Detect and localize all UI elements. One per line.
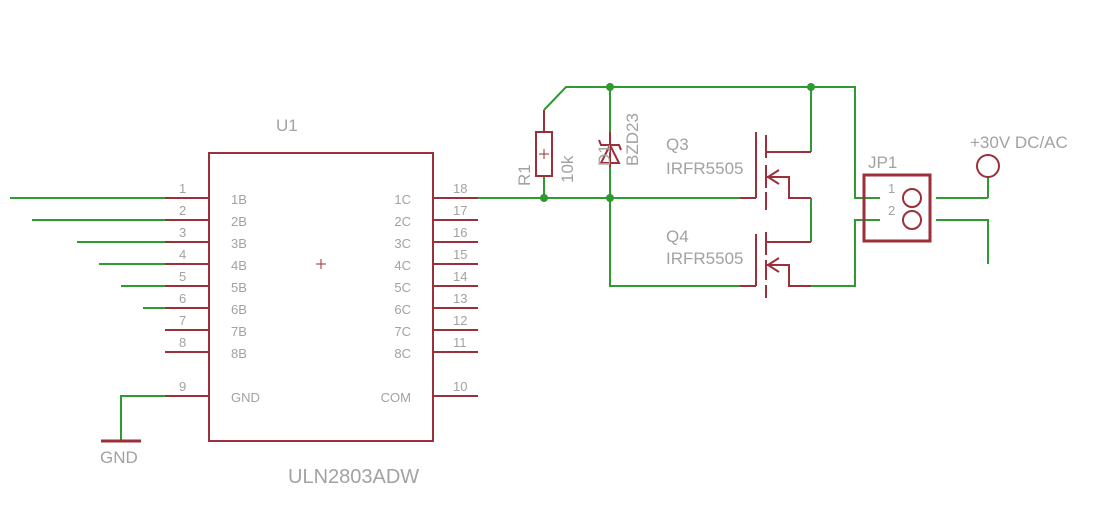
wire-q4-drain — [811, 219, 880, 287]
wire-q4-gate — [609, 198, 740, 287]
u1-pin-4: 4 4B — [165, 247, 247, 273]
u1-pin-label: 5C — [394, 280, 411, 295]
jp1-pin1 — [902, 188, 922, 208]
u1-pin-number: 2 — [179, 203, 186, 218]
u1-pin-number: 6 — [179, 291, 186, 306]
u1-pin-number: 14 — [453, 269, 467, 284]
gnd-symbol: GND — [100, 439, 141, 467]
u1-pin-number: 4 — [179, 247, 186, 262]
u1-pin-label: 1C — [394, 192, 411, 207]
d1-name: D1 — [595, 144, 614, 166]
supply-label: +30V DC/AC — [970, 133, 1068, 152]
q4-mosfet: Q4 IRFR5505 — [666, 227, 811, 298]
u1-pin-number: 10 — [453, 379, 467, 394]
u1-pin-number: 13 — [453, 291, 467, 306]
u1-pin-number: 12 — [453, 313, 467, 328]
jp1-pin1-label: 1 — [888, 181, 895, 196]
junction-dot — [606, 83, 614, 91]
r1-resistor: R1 10k — [515, 110, 577, 186]
r1-value: 10k — [558, 155, 577, 183]
q4-value: IRFR5505 — [666, 249, 743, 268]
u1-pin-label: COM — [381, 390, 411, 405]
jp1-name: JP1 — [868, 153, 897, 172]
u1-pin-label: 7C — [394, 324, 411, 339]
u1-pin-number: 16 — [453, 225, 467, 240]
u1-pin-16: 16 3C — [394, 225, 478, 251]
u1-pin-14: 14 5C — [394, 269, 478, 295]
r1-name: R1 — [515, 164, 534, 186]
u1-pin-11: 11 8C — [394, 335, 478, 361]
u1-pin-6: 6 6B — [165, 291, 247, 317]
supply-symbol: +30V DC/AC — [970, 133, 1068, 178]
d1-zener: D1 BZD23 — [595, 113, 642, 167]
u1-name: U1 — [276, 116, 298, 135]
u1-body — [208, 152, 434, 442]
gnd-label: GND — [100, 448, 138, 467]
u1-pin-17: 17 2C — [394, 203, 478, 229]
u1-origin-cross — [316, 259, 326, 269]
u1-pin-label: 7B — [231, 324, 247, 339]
u1-pin-1: 1 1B — [165, 181, 247, 207]
supply-circle — [976, 154, 1000, 178]
u1-pin-number: 5 — [179, 269, 186, 284]
junction-dot — [807, 83, 815, 91]
u1-pin-label: 3B — [231, 236, 247, 251]
u1-pin-number: 11 — [453, 335, 467, 350]
u1-pin-label: 6B — [231, 302, 247, 317]
u1-pin-13: 13 6C — [394, 291, 478, 317]
u1-pin-label: 1B — [231, 192, 247, 207]
q4-name: Q4 — [666, 227, 689, 246]
jp1-pin2-label: 2 — [888, 203, 895, 218]
jp1-pin2 — [902, 210, 922, 230]
u1-pin-15: 15 4C — [394, 247, 478, 273]
u1-pin-number: 18 — [453, 181, 467, 196]
wire-gnd — [120, 395, 165, 441]
wire-top-rail — [543, 86, 880, 199]
u1-pin-label: 4B — [231, 258, 247, 273]
junction-dot — [606, 194, 614, 202]
junction-dot — [540, 194, 548, 202]
u1-pin-label: 2C — [394, 214, 411, 229]
u1-pin-label: 5B — [231, 280, 247, 295]
u1-pin-label: 8B — [231, 346, 247, 361]
u1-pin-label: 8C — [394, 346, 411, 361]
u1-pin-12: 12 7C — [394, 313, 478, 339]
u1-pin-number: 3 — [179, 225, 186, 240]
u1-pin-label: 3C — [394, 236, 411, 251]
u1-pin-18: 18 1C — [394, 181, 478, 207]
u1-pin-number: 15 — [453, 247, 467, 262]
u1-pin-8: 8 8B — [165, 335, 247, 361]
u1-pin-3: 3 3B — [165, 225, 247, 251]
junctions — [540, 83, 815, 202]
wire-jp1-2 — [936, 219, 989, 264]
u1-pin-number: 8 — [179, 335, 186, 350]
d1-value: BZD23 — [623, 113, 642, 166]
u1-pin-number: 17 — [453, 203, 467, 218]
u1-pin-5: 5 5B — [165, 269, 247, 295]
u1-pin-label: 4C — [394, 258, 411, 273]
u1-pin-number: 1 — [179, 181, 186, 196]
q3-mosfet: Q3 IRFR5505 — [666, 132, 811, 210]
u1-value: ULN2803ADW — [288, 466, 419, 488]
u1-pin-7: 7 7B — [165, 313, 247, 339]
q3-value: IRFR5505 — [666, 159, 743, 178]
jp1-body — [862, 173, 932, 243]
u1-pin-label: 2B — [231, 214, 247, 229]
u1-pin-label: GND — [231, 390, 260, 405]
wires — [10, 86, 989, 441]
q3-name: Q3 — [666, 135, 689, 154]
u1-pin-2: 2 2B — [165, 203, 247, 229]
u1-pin-number: 7 — [179, 313, 186, 328]
jp1-connector: 1 2 JP1 — [862, 153, 932, 243]
u1-pin-label: 6C — [394, 302, 411, 317]
u1-pin-number: 9 — [179, 379, 186, 394]
